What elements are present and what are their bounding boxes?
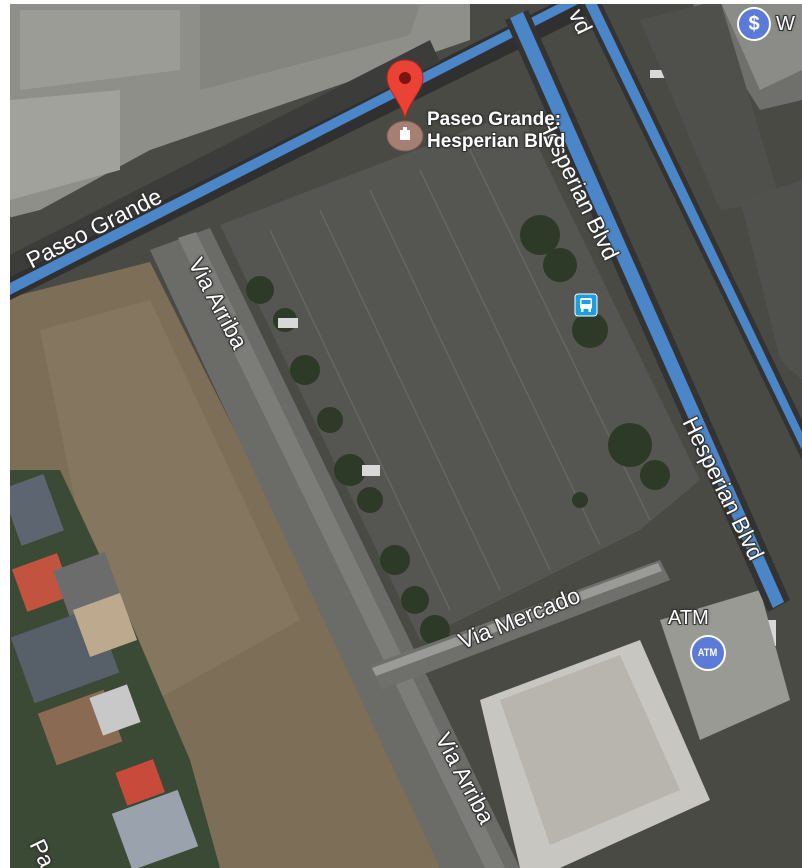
atm-icon[interactable]: ATM xyxy=(690,635,726,671)
transit-stop-name-line1: Paseo Grande: xyxy=(427,109,562,130)
bus-icon[interactable] xyxy=(574,293,598,322)
atm-badge-text: ATM xyxy=(698,647,718,659)
dollar-badge-text: $ xyxy=(748,12,760,35)
bank-label[interactable]: W xyxy=(776,13,795,35)
map-pin-icon[interactable] xyxy=(383,58,427,159)
dollar-icon[interactable]: $ xyxy=(737,7,771,41)
transit-stop-name-line2: Hesperian Blvd xyxy=(427,131,566,152)
atm-label[interactable]: ATM xyxy=(668,607,709,629)
transit-stop-label[interactable]: Paseo Grande: Hesperian Blvd xyxy=(427,109,565,153)
